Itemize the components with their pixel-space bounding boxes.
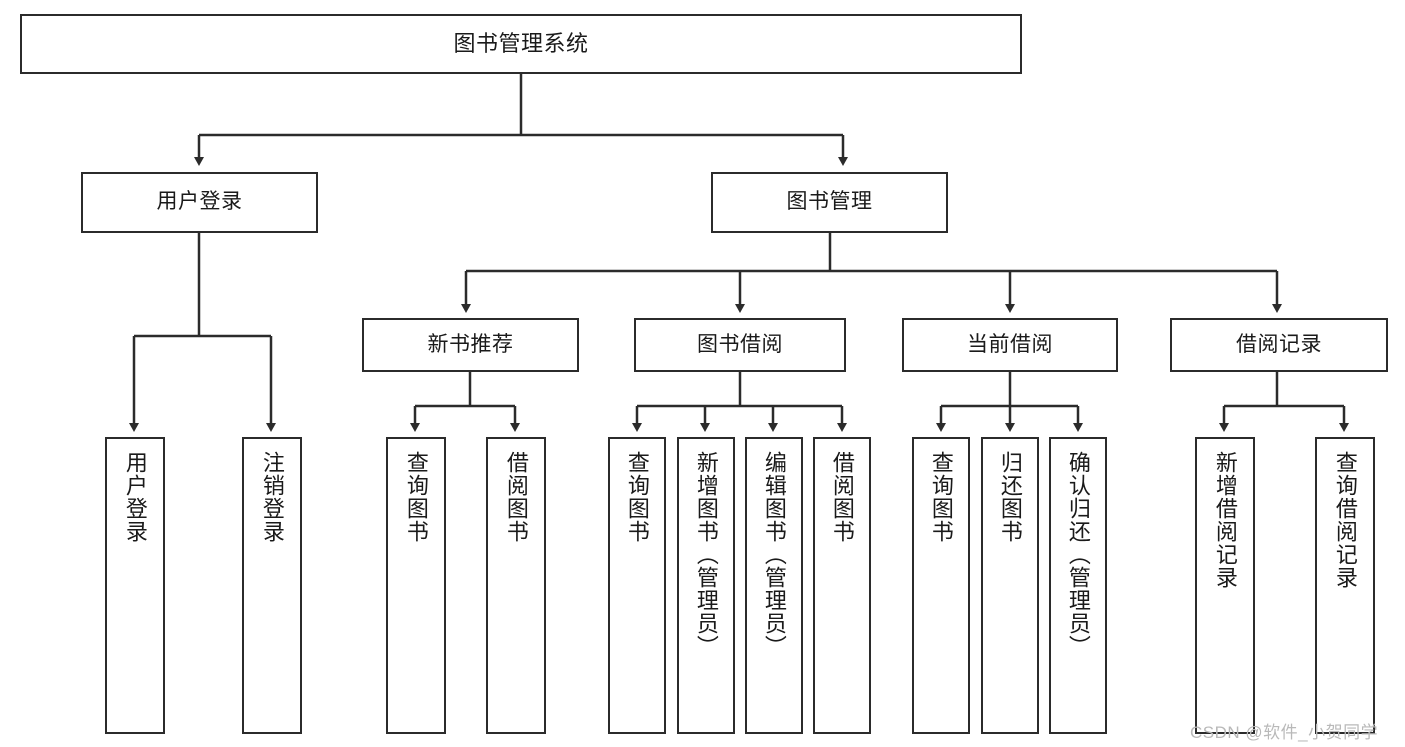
- node-label: 确认归还（管理员）: [1065, 451, 1091, 658]
- leaf-user-login-login[interactable]: 用户登录: [105, 437, 165, 734]
- csdn-watermark: CSDN @软件_小贺同学: [1190, 723, 1379, 742]
- node-label: 用户登录: [156, 190, 243, 214]
- node-label: 借阅图书: [503, 451, 529, 543]
- leaf-current-borrow-query-book[interactable]: 查询图书: [912, 437, 970, 734]
- leaf-new-book-borrow-book[interactable]: 借阅图书: [486, 437, 546, 734]
- node-book-management[interactable]: 图书管理: [711, 172, 948, 233]
- leaf-book-borrow-edit-book-admin[interactable]: 编辑图书（管理员）: [745, 437, 803, 734]
- node-label: 注销登录: [259, 451, 285, 543]
- node-label: 图书借阅: [697, 332, 783, 356]
- leaf-borrow-record-query-record[interactable]: 查询借阅记录: [1315, 437, 1375, 734]
- leaf-book-borrow-borrow-book[interactable]: 借阅图书: [813, 437, 871, 734]
- node-label: 归还图书: [997, 451, 1023, 543]
- node-label: 借阅图书: [829, 451, 855, 543]
- node-new-book-recommend[interactable]: 新书推荐: [362, 318, 579, 372]
- node-label: 新增图书（管理员）: [693, 451, 719, 658]
- node-label: 借阅记录: [1236, 332, 1322, 356]
- leaf-book-borrow-add-book-admin[interactable]: 新增图书（管理员）: [677, 437, 735, 734]
- node-label: 新书推荐: [427, 332, 514, 356]
- node-book-borrow[interactable]: 图书借阅: [634, 318, 846, 372]
- leaf-new-book-query-book[interactable]: 查询图书: [386, 437, 446, 734]
- node-label: 编辑图书（管理员）: [761, 451, 787, 658]
- node-current-borrow[interactable]: 当前借阅: [902, 318, 1118, 372]
- node-label: 查询图书: [928, 451, 954, 543]
- node-borrow-record[interactable]: 借阅记录: [1170, 318, 1388, 372]
- node-user-login[interactable]: 用户登录: [81, 172, 318, 233]
- leaf-current-borrow-confirm-return-admin[interactable]: 确认归还（管理员）: [1049, 437, 1107, 734]
- leaf-current-borrow-return-book[interactable]: 归还图书: [981, 437, 1039, 734]
- node-label: 图书管理系统: [453, 31, 589, 57]
- leaf-book-borrow-query-book[interactable]: 查询图书: [608, 437, 666, 734]
- leaf-borrow-record-add-record[interactable]: 新增借阅记录: [1195, 437, 1255, 734]
- node-label: 新增借阅记录: [1212, 451, 1238, 589]
- node-root-book-management-system[interactable]: 图书管理系统: [20, 14, 1022, 74]
- node-label: 查询图书: [624, 451, 650, 543]
- node-label: 当前借阅: [967, 332, 1053, 356]
- leaf-user-login-logout[interactable]: 注销登录: [242, 437, 302, 734]
- node-label: 用户登录: [122, 451, 148, 543]
- node-label: 查询借阅记录: [1332, 451, 1358, 589]
- node-label: 查询图书: [403, 451, 429, 543]
- node-label: 图书管理: [786, 190, 873, 214]
